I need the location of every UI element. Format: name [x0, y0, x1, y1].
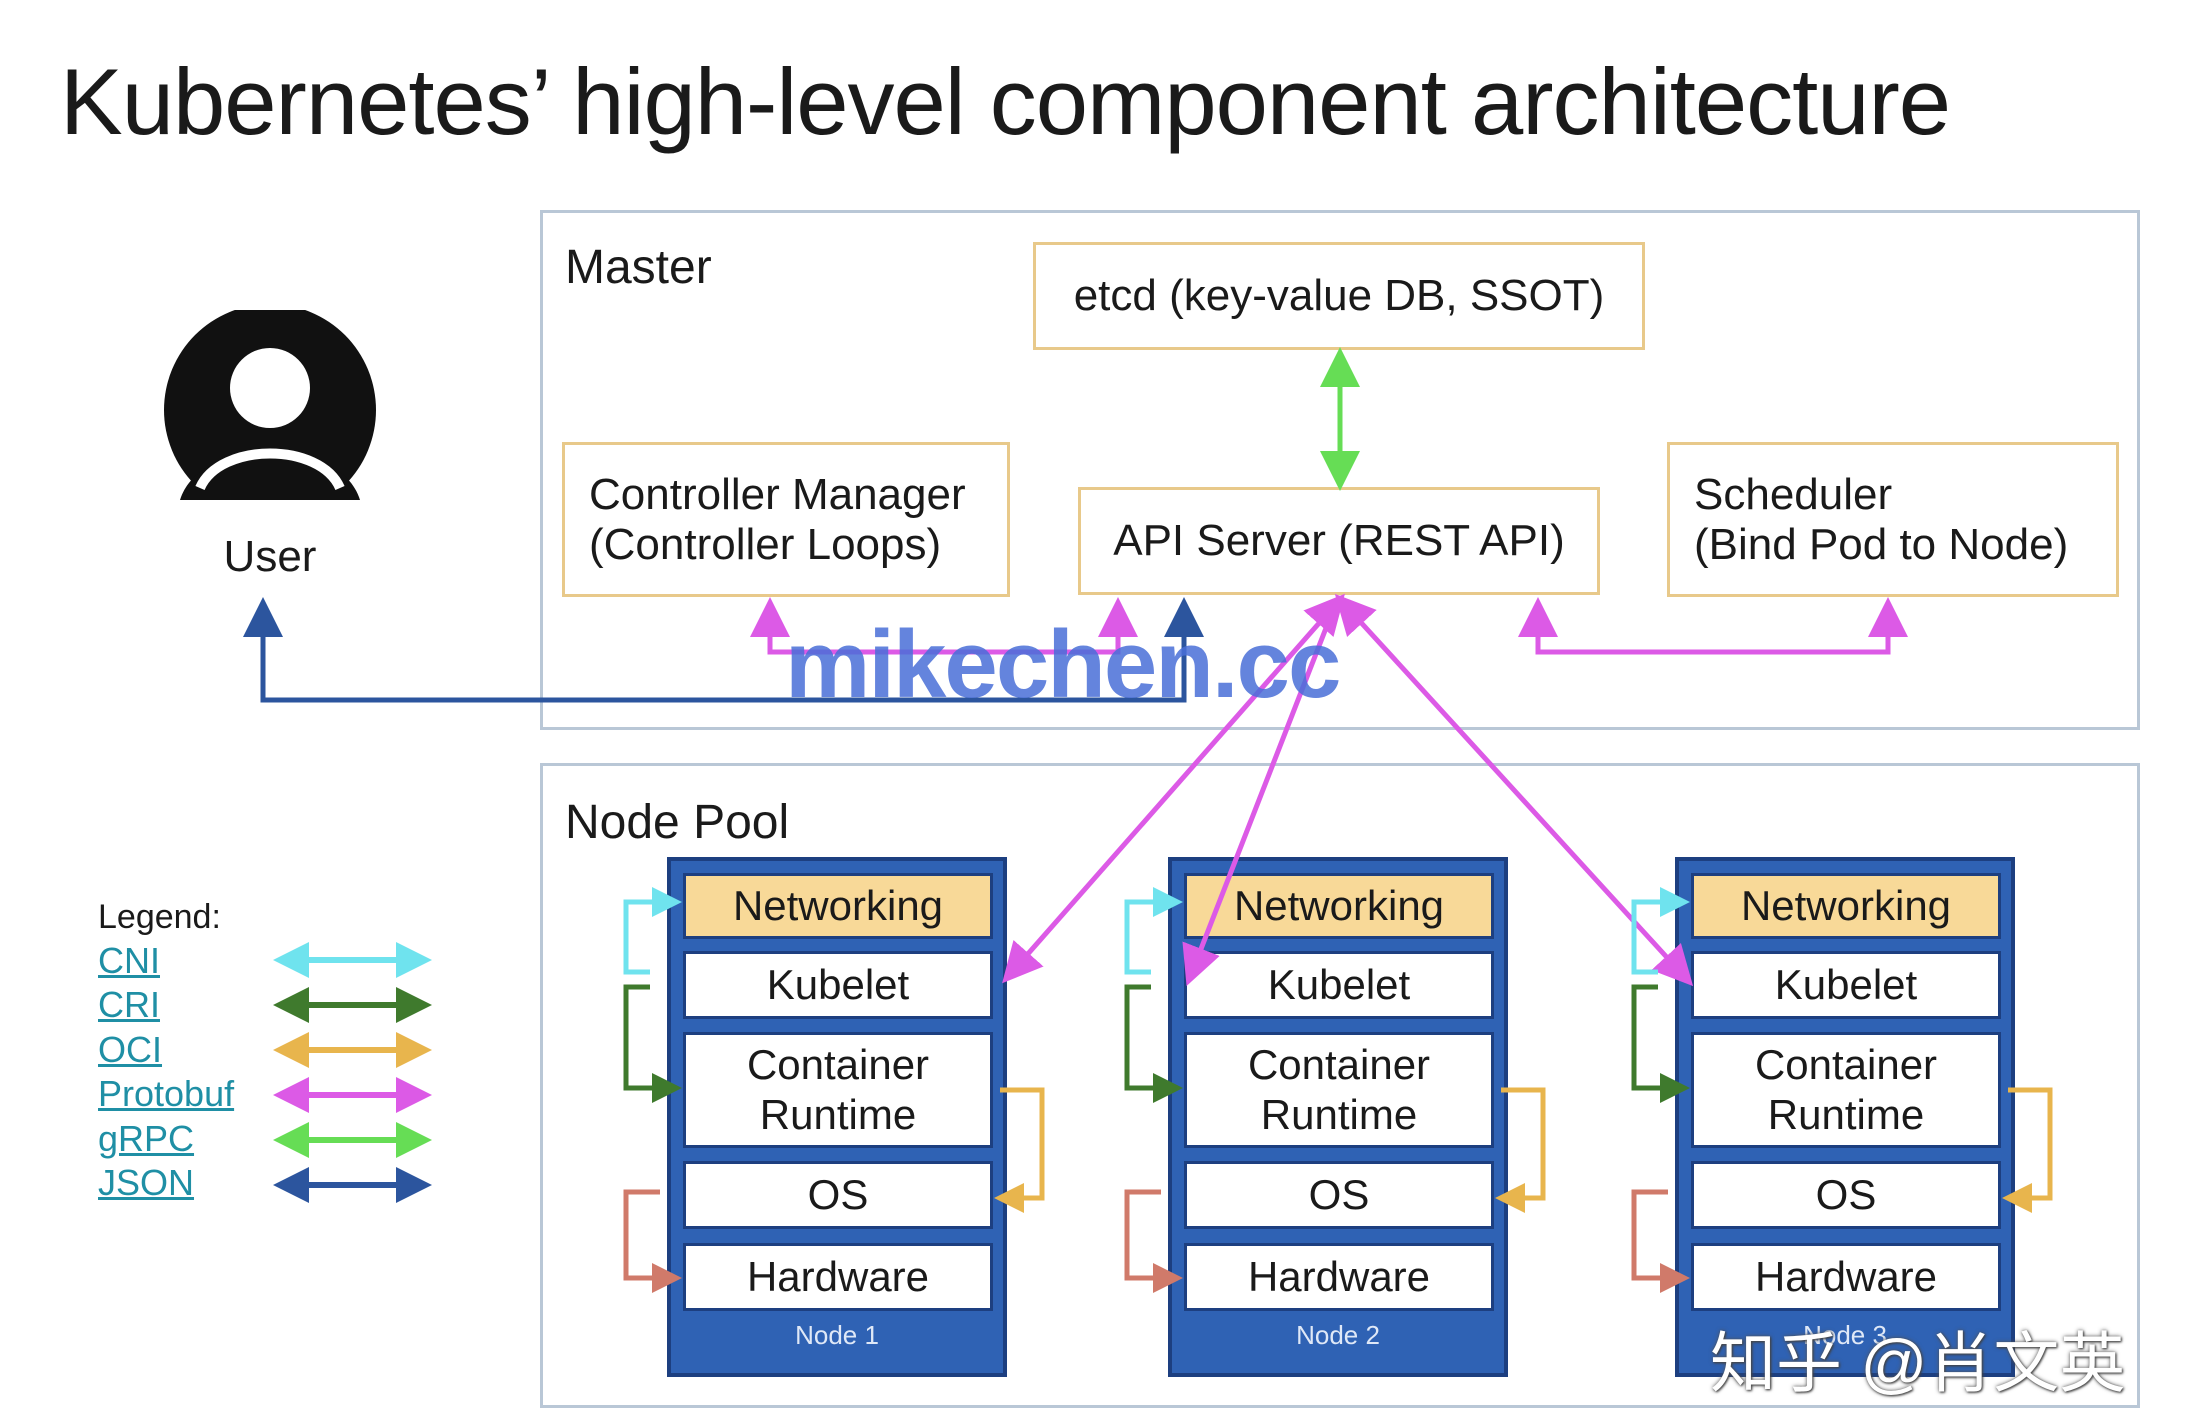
- scheduler-line1: Scheduler: [1694, 469, 1893, 519]
- container-runtime-line1: Container: [1247, 1040, 1431, 1088]
- networking-layer: Networking: [683, 873, 993, 939]
- container-runtime-line2: Runtime: [759, 1091, 917, 1138]
- node-1-label: Node 1: [795, 1320, 879, 1350]
- kubelet-layer: Kubelet: [1691, 951, 2001, 1019]
- container-runtime-layer: Container Runtime: [1184, 1032, 1494, 1148]
- node-3: Networking Kubelet Container Runtime OS …: [1675, 857, 2015, 1377]
- legend-swatches: [273, 942, 432, 1203]
- node-3-label: Node 3: [1803, 1320, 1887, 1350]
- container-runtime-layer: Container Runtime: [683, 1032, 993, 1148]
- node-pool-label: Node Pool: [565, 796, 790, 849]
- os-layer: OS: [1691, 1161, 2001, 1229]
- legend-protobuf[interactable]: Protobuf: [98, 1073, 235, 1114]
- legend-oci[interactable]: OCI: [98, 1029, 163, 1070]
- hardware-layer: Hardware: [683, 1243, 993, 1311]
- diagram-title: Kubernetes’ high-level component archite…: [60, 49, 1951, 154]
- legend-grpc[interactable]: gRPC: [98, 1118, 195, 1159]
- os-layer: OS: [1184, 1161, 1494, 1229]
- legend-cni[interactable]: CNI: [98, 940, 160, 981]
- hardware-layer: Hardware: [1184, 1243, 1494, 1311]
- etcd-label: etcd (key-value DB, SSOT): [1073, 271, 1605, 320]
- legend-cri[interactable]: CRI: [98, 984, 160, 1025]
- controller-manager-line1: Controller Manager: [589, 469, 966, 519]
- api-server-box: API Server (REST API): [1078, 487, 1600, 595]
- etcd-box: etcd (key-value DB, SSOT): [1033, 242, 1645, 350]
- kubelet-layer: Kubelet: [683, 951, 993, 1019]
- master-label: Master: [565, 241, 712, 294]
- container-runtime-line2: Runtime: [1260, 1091, 1418, 1138]
- controller-manager-box: Controller Manager (Controller Loops): [562, 442, 1010, 597]
- controller-manager-line2: (Controller Loops): [589, 519, 942, 569]
- container-runtime-line2: Runtime: [1767, 1091, 1925, 1138]
- zhihu-watermark: 知乎 @肖文英: [1710, 1326, 2126, 1400]
- container-runtime-layer: Container Runtime: [1691, 1032, 2001, 1148]
- user-icon: [164, 310, 376, 500]
- node-1: Networking Kubelet Container Runtime OS …: [667, 857, 1007, 1377]
- container-runtime-line1: Container: [1754, 1040, 1938, 1088]
- scheduler-line2: (Bind Pod to Node): [1694, 519, 2069, 569]
- user-label: User: [223, 532, 317, 581]
- container-runtime-line1: Container: [746, 1040, 930, 1088]
- legend-json[interactable]: JSON: [98, 1162, 195, 1203]
- os-layer: OS: [683, 1161, 993, 1229]
- node-2-label: Node 2: [1296, 1320, 1380, 1350]
- api-server-label: API Server (REST API): [1113, 516, 1565, 565]
- site-watermark: mikechen.cc: [785, 611, 1341, 718]
- scheduler-box: Scheduler (Bind Pod to Node): [1667, 442, 2119, 597]
- hardware-layer: Hardware: [1691, 1243, 2001, 1311]
- legend-title: Legend:: [98, 898, 221, 936]
- networking-layer: Networking: [1691, 873, 2001, 939]
